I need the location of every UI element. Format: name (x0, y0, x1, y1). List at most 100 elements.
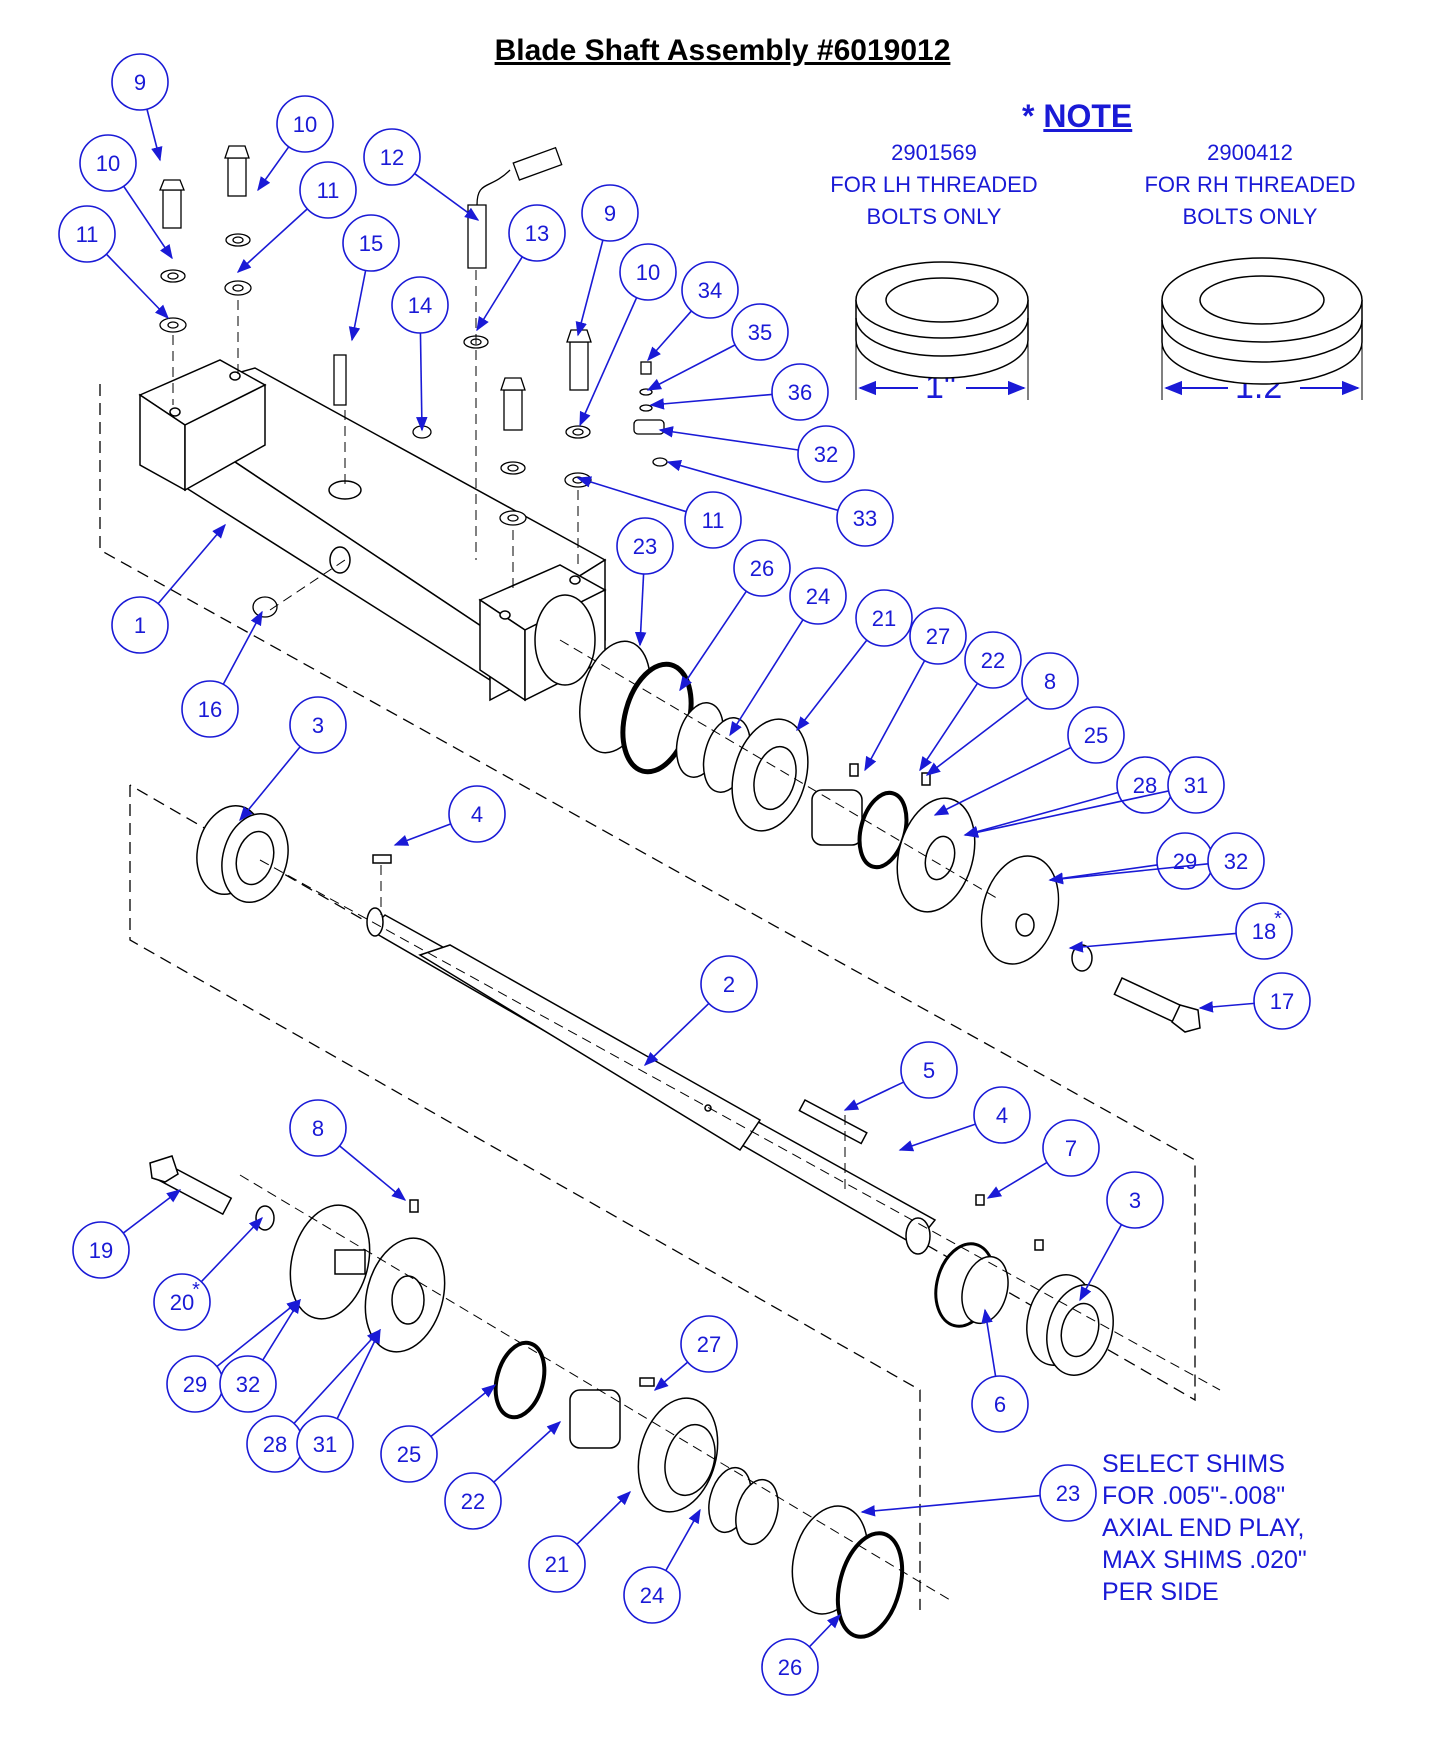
callout-label: 33 (853, 506, 877, 531)
callout-leader (634, 573, 647, 647)
callout-leader (647, 310, 693, 362)
callout-bubble (731, 303, 789, 361)
callout-label: 14 (408, 293, 432, 318)
callout-bubble (900, 1041, 958, 1099)
callout-bubble (973, 1086, 1031, 1144)
callout-bubble (623, 1566, 681, 1624)
callout-bubble (111, 596, 169, 654)
callout-leader (925, 697, 1029, 776)
center-lines (172, 270, 1221, 1601)
callout-label: 28 (263, 1432, 287, 1457)
callout-leader (393, 823, 452, 846)
callout-bubble (153, 1273, 211, 1331)
callout-label: 34 (698, 278, 722, 303)
callout-leader (860, 1494, 1041, 1517)
callout-leader (1048, 863, 1209, 885)
callout-leader (986, 1161, 1048, 1199)
callout-leader (262, 1298, 301, 1361)
callout-label: 26 (778, 1655, 802, 1680)
callout-label: 4 (471, 802, 483, 827)
callout-leader (216, 1299, 302, 1368)
callout-bubble (680, 1315, 738, 1373)
callout-bubble (1207, 832, 1265, 890)
shim-note-line: SELECT SHIMS (1102, 1450, 1285, 1478)
callout-leader (430, 1384, 497, 1438)
callout-leader (236, 208, 308, 273)
callout-leader (843, 1081, 905, 1111)
callout-star: * (1274, 908, 1282, 930)
shim-note-line: FOR .005"-.008" (1102, 1482, 1286, 1510)
callout-leader (293, 1328, 381, 1424)
callout-leader (796, 639, 868, 732)
callout-bubble (836, 489, 894, 547)
callout-leader (981, 1308, 997, 1377)
seal-stack-lower (149, 1155, 905, 1639)
callout-leader (222, 610, 263, 685)
callout-label: 27 (926, 624, 950, 649)
shim-note-line: AXIAL END PLAY, (1102, 1514, 1305, 1542)
callout-leader (646, 344, 736, 391)
callout-leader (122, 1189, 182, 1234)
note-left-line2: BOLTS ONLY (866, 204, 1002, 229)
callout-bubble (296, 1415, 354, 1473)
note-right-line1: FOR RH THREADED (1144, 172, 1356, 197)
callout-label: 16 (198, 697, 222, 722)
callout-bubble (289, 1099, 347, 1157)
callout-bubble (276, 95, 334, 153)
callout-label: 12 (380, 145, 404, 170)
callout-label: 35 (748, 320, 772, 345)
assembly-outline-upper (99, 384, 1196, 1610)
callout-bubble (971, 1375, 1029, 1433)
callout-bubble (855, 589, 913, 647)
callout-label: 11 (702, 508, 725, 533)
callout-bubble (616, 517, 674, 575)
callout-label: 31 (1184, 773, 1208, 798)
callout-bubble (1042, 1119, 1100, 1177)
callout-label: 26 (750, 556, 774, 581)
note-right: 2900412 FOR RH THREADED BOLTS ONLY (1120, 137, 1380, 233)
callout-leader (576, 1490, 632, 1545)
callout-leader (864, 660, 926, 772)
callout-bubble (1039, 1464, 1097, 1522)
callout-leader (729, 619, 804, 737)
callout-bubble (342, 214, 400, 272)
callout-leader (649, 393, 773, 410)
callout-bubble (72, 1221, 130, 1279)
callout-label: 21 (545, 1552, 569, 1577)
callout-leader (666, 460, 839, 512)
callout-leader (146, 108, 163, 162)
callout-label: 11 (317, 178, 340, 203)
callout-label: 17 (1270, 989, 1294, 1014)
callout-label: 7 (1065, 1136, 1077, 1161)
callout-bubble (528, 1535, 586, 1593)
callout-bubble (58, 205, 116, 263)
callout-leader (808, 1613, 841, 1648)
callout-leader (575, 239, 604, 337)
callout-leader (1198, 1001, 1255, 1013)
callout-label: 19 (89, 1238, 113, 1263)
callout-label: 5 (923, 1058, 935, 1083)
callout-leader (643, 1002, 710, 1066)
callout-label: 13 (525, 221, 549, 246)
callout-label: 24 (806, 584, 830, 609)
note-left-line1: FOR LH THREADED (830, 172, 1038, 197)
callout-bubble (1106, 1171, 1164, 1229)
callout-leader (336, 1328, 381, 1420)
callout-leader (579, 297, 638, 427)
callout-label: 31 (313, 1432, 337, 1457)
callout-star: * (192, 1279, 200, 1301)
callout-label: 8 (312, 1116, 324, 1141)
callout-label: 3 (1129, 1188, 1141, 1213)
callout-label: 32 (814, 442, 838, 467)
callout-bubble (219, 1355, 277, 1413)
callout-label: 4 (996, 1103, 1008, 1128)
callout-leader (898, 1123, 976, 1152)
callout-label: 10 (96, 151, 120, 176)
pillow-block-right (478, 564, 607, 702)
seal-stack-upper (579, 640, 1201, 1033)
callout-label: 22 (461, 1489, 485, 1514)
callout-bubble (1021, 652, 1079, 710)
note-right-line2: BOLTS ONLY (1182, 204, 1318, 229)
callout-label: 21 (872, 606, 896, 631)
